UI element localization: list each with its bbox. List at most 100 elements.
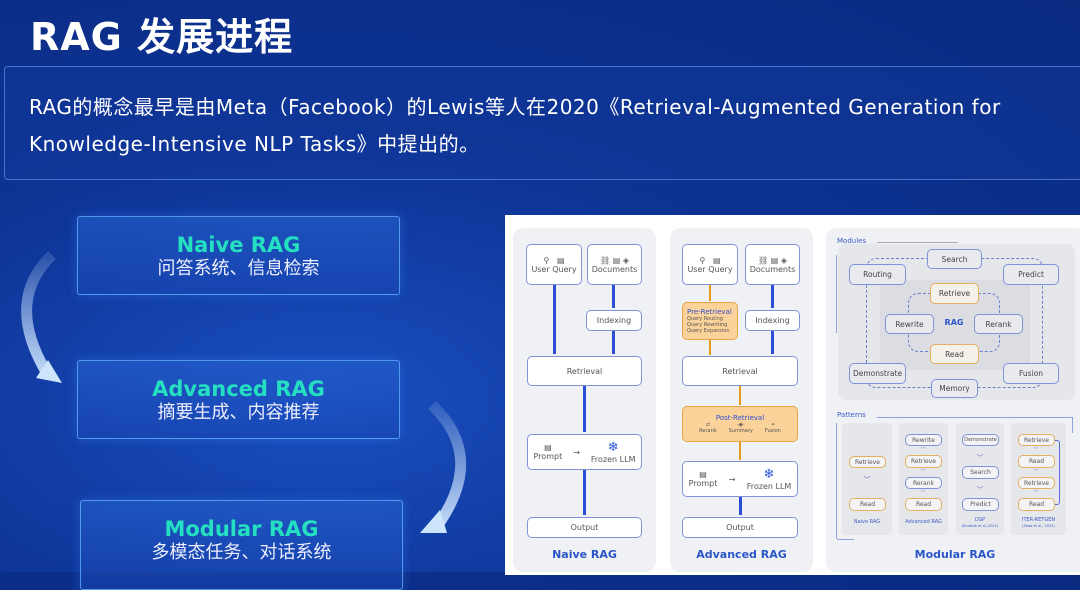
output-box: Output	[682, 517, 798, 538]
module-retrieve: Retrieve	[930, 283, 979, 304]
flow-arrow	[771, 331, 774, 354]
chevron-down-icon: ﹀	[920, 447, 926, 453]
pattern-step: Read	[849, 498, 886, 511]
pattern-step: Rerank	[905, 477, 942, 489]
summary-label: Summary	[728, 428, 753, 434]
flow-arrow	[553, 285, 556, 354]
summary-icon: -◉-	[736, 422, 745, 428]
divider	[836, 423, 854, 540]
documents-box: ⛓ ▤ ◈Documents	[745, 244, 800, 285]
stage-title: Naive RAG	[176, 233, 301, 257]
snowflake-icon: ❄	[763, 467, 775, 482]
output-box: Output	[527, 517, 642, 538]
prompt-label: Prompt	[533, 452, 563, 461]
documents-icon: ⛓ ▤ ◈	[600, 255, 629, 265]
fusion-label: Fusion	[764, 428, 781, 434]
divider	[877, 417, 1073, 433]
chevron-down-icon: ﹀	[1033, 447, 1039, 453]
prompt-doc-icon: ▤	[544, 443, 552, 452]
flow-arrow	[771, 285, 774, 308]
chevron-down-icon: ﹀	[1033, 490, 1039, 496]
prompt-doc-icon: ▤	[699, 470, 707, 479]
prompt-llm-box: ▤Prompt → ❄Frozen LLM	[682, 461, 798, 497]
loop-back-arrow	[1055, 440, 1060, 505]
chevron-down-icon: ﹀	[976, 486, 984, 494]
flow-arrow	[583, 470, 586, 515]
advanced-rag-label: Advanced RAG	[696, 548, 787, 561]
retrieval-box: Retrieval	[682, 356, 798, 386]
user-icon: ⚲	[699, 255, 706, 265]
naive-rag-label: Naive RAG	[552, 548, 617, 561]
query-label: Query	[708, 264, 733, 274]
module-routing: Routing	[849, 264, 906, 285]
module-memory: Memory	[931, 379, 978, 398]
documents-box: ⛓ ▤ ◈Documents	[587, 244, 642, 285]
module-fusion: Fusion	[1003, 363, 1059, 384]
pre-item: Query Expansion	[687, 328, 730, 334]
query-label: Query	[552, 264, 577, 274]
post-retrieval-title: Post-Retrieval	[715, 414, 765, 422]
description-box: RAG的概念最早是由Meta（Facebook）的Lewis等人在2020《Re…	[4, 66, 1080, 180]
chevron-down-icon: ﹀	[976, 454, 984, 462]
query-icon: ▤	[712, 255, 721, 265]
indexing-box: Indexing	[745, 310, 800, 331]
flow-arrow	[709, 285, 711, 301]
patterns-label: Patterns	[837, 411, 866, 419]
pattern-step: Read	[1018, 498, 1055, 511]
retrieval-box: Retrieval	[527, 356, 642, 386]
pattern-step: Retrieve	[849, 456, 886, 468]
user-label: User	[687, 264, 706, 274]
description-text: RAG的概念最早是由Meta（Facebook）的Lewis等人在2020《Re…	[29, 95, 1001, 156]
arrow-right-icon: →	[573, 447, 580, 457]
pattern-naive	[842, 423, 892, 535]
module-predict: Predict	[1003, 264, 1059, 285]
pre-item: Query Rewriting	[687, 322, 728, 328]
flow-arrow	[739, 442, 741, 460]
documents-label: Documents	[591, 264, 638, 274]
chevron-down-icon: ﹀	[920, 469, 926, 475]
pre-retrieval-box: Pre-Retrieval Query Routing Query Rewrit…	[682, 302, 738, 340]
flow-arrow	[739, 497, 742, 515]
fusion-icon: ⚭	[770, 422, 775, 428]
advanced-column	[670, 228, 813, 572]
flow-arrow	[739, 386, 741, 405]
pre-retrieval-title: Pre-Retrieval	[687, 308, 732, 316]
post-retrieval-box: Post-Retrieval ⇄Rerank -◉-Summary ⚭Fusio…	[682, 406, 798, 442]
pattern-citation: (Khattab et al.,2022)	[961, 524, 999, 528]
pattern-step: Read	[905, 498, 942, 511]
shuffle-icon: ⇄	[705, 422, 711, 428]
arrow-right-icon: →	[728, 474, 736, 484]
pattern-step: Retrieve	[1018, 477, 1055, 489]
stage-desc: 多模态任务、对话系统	[151, 542, 332, 563]
pattern-step: Retrieve	[1018, 434, 1055, 446]
chevron-down-icon: ﹀	[863, 476, 871, 484]
module-read: Read	[930, 344, 979, 364]
rag-center-label: RAG	[944, 318, 964, 327]
slide-title: RAG 发展进程	[30, 15, 294, 59]
flow-arrow	[709, 340, 711, 355]
arrow-head-icon	[36, 360, 62, 383]
divider	[877, 242, 958, 243]
pattern-step: Predict	[962, 498, 999, 511]
llm-label: Frozen LLM	[746, 482, 792, 491]
chevron-down-icon: ﹀	[1033, 469, 1039, 475]
stage-advanced-rag: Advanced RAG 摘要生成、内容推荐	[77, 360, 400, 439]
llm-label: Frozen LLM	[590, 455, 636, 464]
pattern-name: DSP	[974, 517, 986, 523]
module-search: Search	[927, 249, 982, 269]
stage-title: Advanced RAG	[152, 377, 325, 401]
arrow-head-icon	[420, 510, 447, 533]
stage-naive-rag: Naive RAG 问答系统、信息检索	[77, 216, 400, 295]
pattern-citation: (Shao et al., 2023)	[1022, 524, 1055, 528]
user-icon: ⚲	[543, 255, 550, 265]
prompt-llm-box: ▤Prompt → ❄Frozen LLM	[527, 434, 642, 470]
curved-arrow-icon	[428, 401, 466, 526]
modules-label: Modules	[837, 237, 867, 245]
stage-title: Modular RAG	[164, 517, 319, 541]
documents-label: Documents	[749, 264, 796, 274]
module-rerank: Rerank	[974, 314, 1023, 334]
chevron-down-icon: ﹀	[920, 490, 926, 496]
rerank-label: Rerank	[699, 428, 717, 434]
pattern-step: Search	[962, 466, 999, 479]
documents-icon: ⛓ ▤ ◈	[758, 255, 787, 265]
